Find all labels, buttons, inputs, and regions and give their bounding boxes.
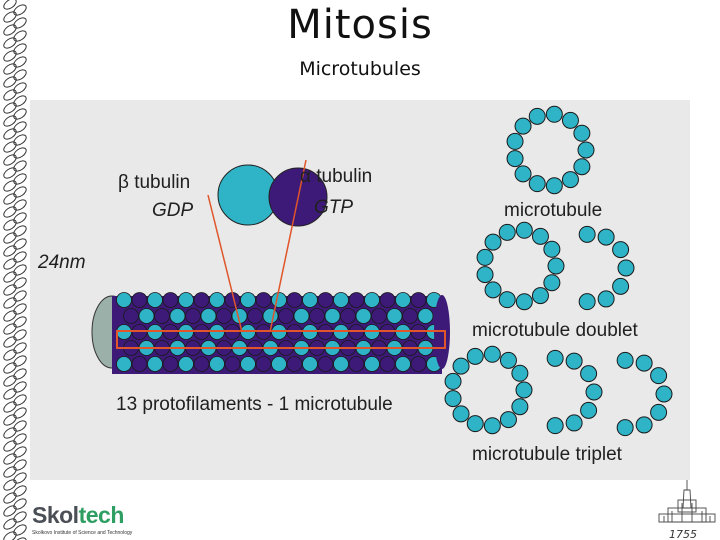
beta-tubulin-label: β tubulin: [118, 172, 190, 193]
logo-text-tech: tech: [79, 502, 124, 528]
diameter-label: 24nm: [37, 252, 86, 273]
microtubule-triplet-cross-section: [445, 346, 672, 435]
gtp-label: GTP: [314, 197, 353, 218]
slide-title: Mitosis: [0, 2, 720, 48]
slide-subtitle: Microtubules: [0, 58, 720, 80]
microtubule-doublet-label: microtubule doublet: [472, 320, 639, 341]
logo-text-skol: Skol: [32, 502, 79, 528]
gdp-label: GDP: [152, 200, 194, 221]
microtubule-triplet-label: microtubule triplet: [472, 444, 623, 465]
microtubule-cylinder: [92, 293, 450, 375]
moscow-state-university-building-icon: 1755: [656, 478, 718, 540]
microtubule-cross-section: [507, 106, 594, 193]
microtubule-diagram: β tubulin GDP α tubulin GTP 24nm 13 prot…: [30, 100, 690, 480]
microtubule-doublet-cross-section: [477, 222, 634, 309]
logo-subtitle: Skolkovo Institute of Science and Techno…: [32, 530, 132, 536]
year-1755: 1755: [669, 528, 697, 540]
decorative-chain-border: [0, 0, 30, 540]
microtubule-label: microtubule: [504, 200, 602, 221]
diagram-canvas: β tubulin GDP α tubulin GTP 24nm 13 prot…: [30, 100, 690, 480]
alpha-tubulin-label: α tubulin: [300, 166, 372, 187]
protofilaments-caption: 13 protofilaments - 1 microtubule: [116, 394, 393, 415]
skoltech-logo: Skoltech Skolkovo Institute of Science a…: [28, 500, 152, 540]
